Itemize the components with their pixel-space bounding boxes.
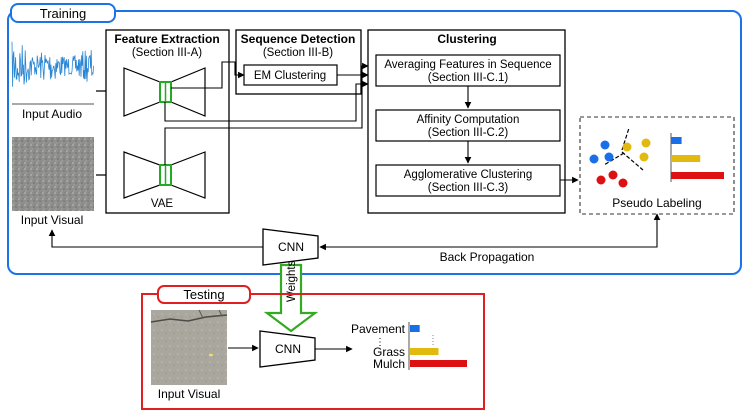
- cluster-divider-3: [621, 151, 644, 171]
- cluster-divider-1: [603, 152, 625, 166]
- training-tab: [10, 3, 116, 23]
- audio-waveform-trace: [11, 41, 94, 87]
- cluster-scatter: [589, 127, 651, 188]
- leaf-speck: [209, 353, 213, 357]
- pseudo-labeling-box: [579, 116, 735, 215]
- back-propagation-line: [319, 213, 661, 251]
- testing-frame: [141, 293, 485, 410]
- arrow-cnn-to-input-visual: [48, 229, 263, 248]
- input-audio-label: Input Audio: [22, 107, 82, 121]
- feature-extraction-title: Feature Extraction: [114, 32, 219, 46]
- averaging-box: [375, 54, 561, 87]
- affinity-title: Affinity Computation: [417, 114, 520, 126]
- testing-label: Testing: [183, 287, 224, 302]
- class-label-pavement: Pavement: [351, 322, 406, 336]
- class-label-grass: Grass: [373, 345, 405, 359]
- output-bar-grass: [410, 348, 439, 355]
- agglomerative-title: Agglomerative Clustering: [404, 169, 532, 181]
- affinity-section: (Section III-C.2): [428, 127, 509, 139]
- output-bar-mulch: [410, 360, 467, 367]
- cluster-point-blue: [604, 152, 614, 162]
- em-clustering-label: EM Clustering: [254, 70, 326, 82]
- back-propagation-label: Back Propagation: [440, 250, 535, 264]
- cluster-point-blue: [600, 140, 610, 150]
- training-cnn-block: [262, 228, 319, 266]
- cluster-point-red: [608, 170, 618, 180]
- cluster-point-blue: [589, 154, 599, 164]
- line-latent-audio-to-clustering: [164, 80, 369, 122]
- pseudo-bar-1: [671, 155, 701, 162]
- input-visual-image: [12, 137, 94, 211]
- feature-extraction-section: (Section III-A): [132, 47, 202, 59]
- testing-input-visual-image: [151, 310, 227, 385]
- pavement-crack: [198, 309, 223, 319]
- training-cnn-label: CNN: [278, 240, 304, 254]
- cluster-point-yellow: [641, 138, 651, 148]
- class-label-dots: ⋮: [375, 337, 385, 348]
- agglomerative-section: (Section III-C.3): [428, 182, 509, 194]
- weights-arrow: [263, 263, 319, 333]
- vae-label: VAE: [151, 198, 173, 210]
- pseudo-labeling-label: Pseudo Labeling: [612, 196, 701, 210]
- testing-cnn-block: [259, 330, 316, 368]
- affinity-box: [375, 109, 561, 142]
- pseudo-label-bars: [670, 133, 724, 182]
- clustering-title: Clustering: [437, 32, 496, 46]
- pseudo-bar-0: [671, 137, 682, 144]
- cluster-point-yellow: [639, 152, 649, 162]
- output-bar-pavement: [410, 325, 420, 332]
- testing-tab: [157, 285, 251, 304]
- cluster-point-yellow: [622, 142, 632, 152]
- cluster-point-red: [596, 175, 606, 185]
- output-bars: [410, 325, 467, 367]
- input-audio-waveform: [11, 41, 94, 87]
- output-class-labels: Pavement ⋮ Grass Mulch: [351, 322, 406, 371]
- arrow-latent-to-em: [171, 61, 245, 89]
- training-frame: [7, 10, 742, 275]
- sequence-detection-section: (Section III-B): [263, 47, 333, 59]
- averaging-section: (Section III-C.1): [428, 72, 509, 84]
- line-latent-visual-to-clustering: [164, 62, 369, 165]
- pavement-crack: [150, 314, 228, 323]
- training-label: Training: [40, 6, 86, 21]
- weights-label: Weights: [286, 260, 298, 302]
- cluster-point-red: [618, 178, 628, 188]
- testing-cnn-label: CNN: [275, 342, 301, 356]
- averaging-title: Averaging Features in Sequence: [384, 59, 551, 71]
- input-visual-label: Input Visual: [21, 213, 84, 227]
- testing-input-visual-label: Input Visual: [158, 387, 221, 401]
- sequence-detection-title: Sequence Detection: [241, 32, 356, 46]
- pseudo-bar-2: [671, 172, 724, 179]
- class-label-mulch: Mulch: [373, 357, 405, 371]
